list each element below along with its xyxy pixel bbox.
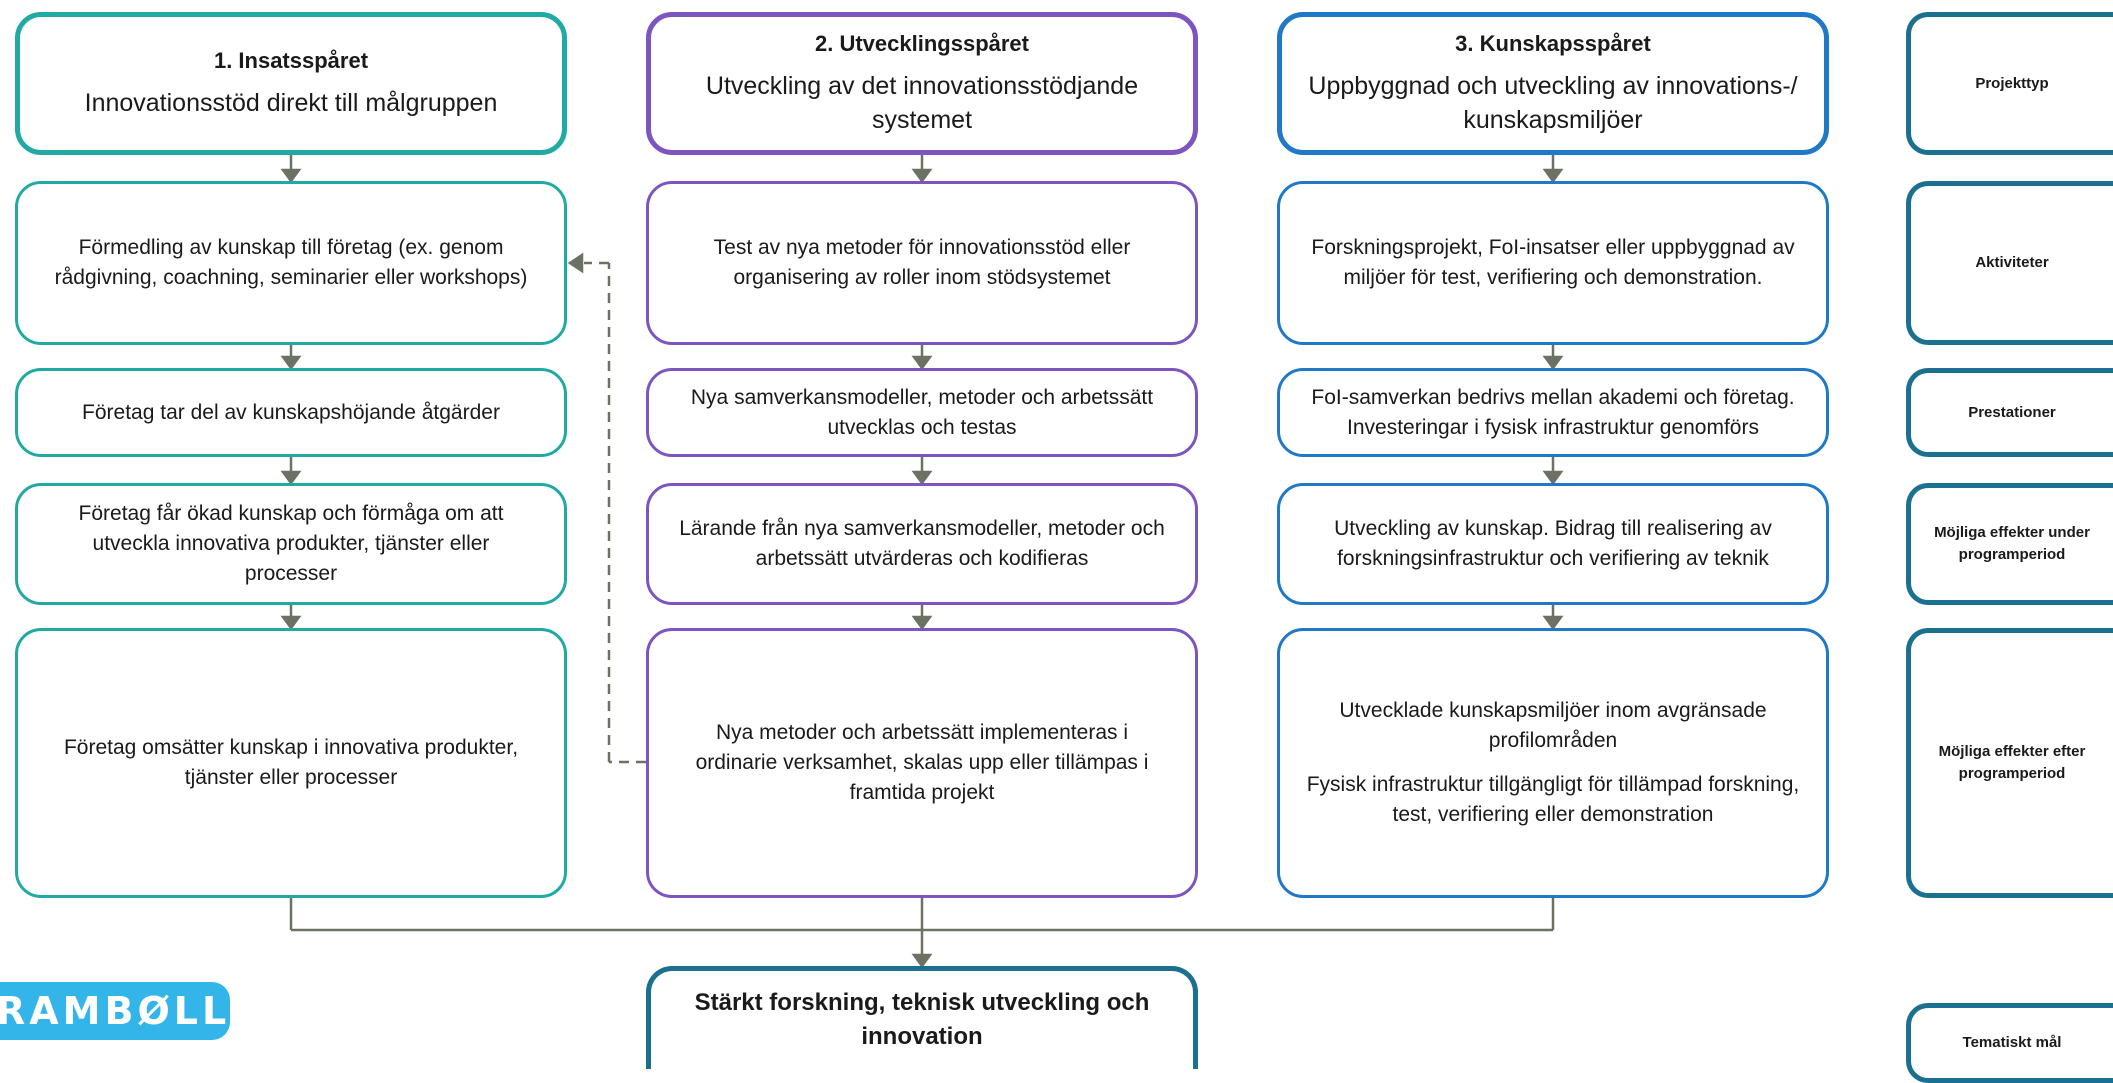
track1-activity: Förmedling av kunskap till företag (ex. …	[15, 181, 567, 345]
flow-arrowhead	[280, 168, 302, 184]
track2-effect-during-text: Lärande från nya samverkansmodeller, met…	[679, 517, 1165, 570]
track3-effect-during: Utveckling av kunskap. Bidrag till reali…	[1277, 483, 1829, 605]
track2-effect-after-text: Nya metoder och arbetssätt implementeras…	[695, 721, 1149, 804]
side-label-text: Aktiviteter	[1975, 254, 2049, 271]
side-label-text: Möjliga effekter efter programperiod	[1938, 743, 2086, 782]
track1-subtitle: Innovationsstöd direkt till målgruppen	[84, 88, 498, 117]
track2-header: 2. Utvecklingsspåret Utveckling av det i…	[646, 12, 1198, 155]
track1-output-text: Företag tar del av kunskapshöjande åtgär…	[82, 400, 500, 424]
side-label-aktiviteter: Aktiviteter	[1906, 181, 2113, 345]
side-label-text: Tematiskt mål	[1962, 1034, 2062, 1051]
track1-activity-text: Förmedling av kunskap till företag (ex. …	[54, 236, 528, 289]
flow-arrowhead	[280, 615, 302, 631]
flow-arrowhead	[1542, 470, 1564, 486]
feedback-arrowhead	[567, 252, 584, 274]
track2-output-text: Nya samverkansmodeller, metoder och arbe…	[690, 385, 1154, 439]
track2-title: 2. Utvecklingsspåret	[815, 30, 1029, 56]
flow-arrowhead	[280, 470, 302, 486]
track1-effect-during: Företag får ökad kunskap och förmåga om …	[15, 483, 567, 605]
ramboll-logo: RAMBØLL	[0, 982, 230, 1040]
flow-arrowhead	[911, 168, 933, 184]
track2-effect-after: Nya metoder och arbetssätt implementeras…	[646, 628, 1198, 898]
track3-subtitle: Uppbyggnad och utveckling av innovations…	[1308, 71, 1798, 134]
track1-output: Företag tar del av kunskapshöjande åtgär…	[15, 368, 567, 457]
track3-effect-during-text: Utveckling av kunskap. Bidrag till reali…	[1334, 517, 1772, 570]
track3-activity-text: Forskningsprojekt, FoI-insatser eller up…	[1311, 236, 1795, 289]
track3-activity: Forskningsprojekt, FoI-insatser eller up…	[1277, 181, 1829, 345]
track2-output: Nya samverkansmodeller, metoder och arbe…	[646, 368, 1198, 457]
flow-arrowhead	[1542, 168, 1564, 184]
ramboll-logo-text: RAMBØLL	[0, 989, 231, 1033]
flow-arrowhead	[911, 615, 933, 631]
flow-arrowhead	[1542, 355, 1564, 371]
track3-effect-after: Utvecklade kunskapsmiljöer inom avgränsa…	[1277, 628, 1829, 898]
track2-activity: Test av nya metoder för innovationsstöd …	[646, 181, 1198, 345]
side-label-text: Prestationer	[1968, 403, 2056, 421]
side-label-projekttyp: Projekttyp	[1906, 12, 2113, 155]
track1-header: 1. Insatsspåret Innovationsstöd direkt t…	[15, 12, 567, 155]
side-label-text: Projekttyp	[1975, 74, 2049, 92]
track1-effect-during-text: Företag får ökad kunskap och förmåga om …	[78, 502, 504, 585]
track3-effect-after-text-1: Utvecklade kunskapsmiljöer inom avgränsa…	[1339, 699, 1767, 752]
track2-effect-during: Lärande från nya samverkansmodeller, met…	[646, 483, 1198, 605]
track3-effect-after-text-2: Fysisk infrastruktur tillgängligt för ti…	[1306, 773, 1800, 826]
flow-arrowhead	[280, 355, 302, 371]
track2-subtitle: Utveckling av det innovationsstödjande s…	[705, 71, 1139, 134]
goal-arrowhead	[911, 953, 933, 969]
track1-title: 1. Insatsspåret	[213, 47, 369, 73]
side-label-prestationer: Prestationer	[1906, 368, 2113, 457]
side-label-effekter-under: Möjliga effekter under programperiod	[1906, 483, 2113, 605]
track3-title: 3. Kunskapsspåret	[1455, 30, 1651, 56]
side-label-text: Möjliga effekter under programperiod	[1934, 524, 2090, 563]
thematic-goal-box: Stärkt forskning, teknisk utveckling och…	[646, 966, 1198, 1069]
track1-effect-after-text: Företag omsätter kunskap i innovativa pr…	[63, 736, 519, 789]
side-label-effekter-efter: Möjliga effekter efter programperiod	[1906, 628, 2113, 898]
track3-header: 3. Kunskapsspåret Uppbyggnad och utveckl…	[1277, 12, 1829, 155]
track3-output: FoI-samverkan bedrivs mellan akademi och…	[1277, 368, 1829, 457]
track3-output-text: FoI-samverkan bedrivs mellan akademi och…	[1311, 385, 1795, 439]
flow-arrowhead	[1542, 615, 1564, 631]
side-label-tematiskt-mal: Tematiskt mål	[1906, 1003, 2113, 1083]
flow-arrowhead	[911, 470, 933, 486]
track1-effect-after: Företag omsätter kunskap i innovativa pr…	[15, 628, 567, 898]
thematic-goal-text: Stärkt forskning, teknisk utveckling och…	[694, 989, 1150, 1050]
track2-activity-text: Test av nya metoder för innovationsstöd …	[713, 236, 1131, 289]
flow-arrowhead	[911, 355, 933, 371]
